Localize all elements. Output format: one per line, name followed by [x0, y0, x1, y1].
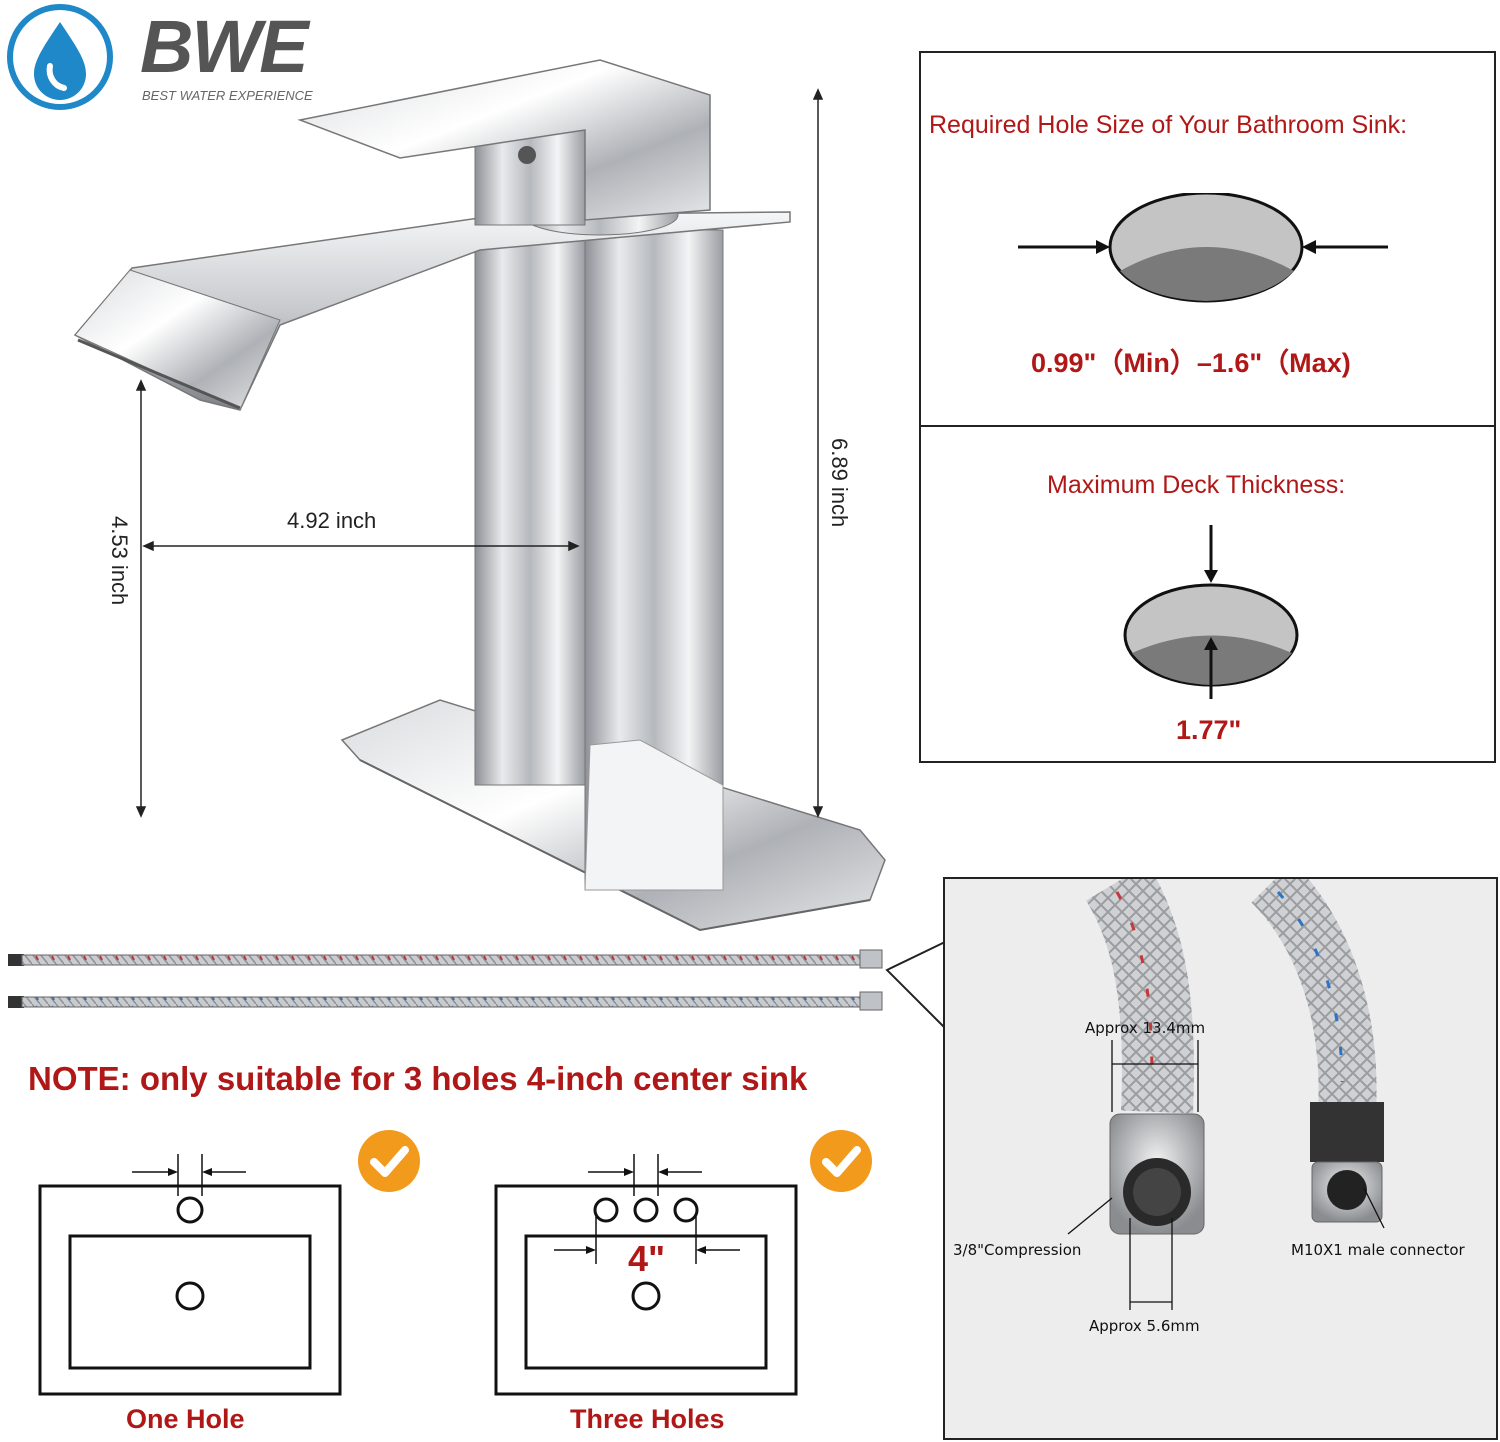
supply-hoses — [8, 949, 883, 1011]
hole-size-title: Required Hole Size of Your Bathroom Sink… — [929, 111, 1408, 139]
height-total-label: 6.89 inch — [827, 438, 852, 528]
callout-pointer — [885, 941, 946, 1029]
outer-diameter-label: Approx 13.4mm — [1085, 1019, 1206, 1037]
hose-detail-panel: Approx 13.4mm Approx 5.6mm 3/8"Compressi… — [943, 877, 1498, 1440]
water-drop-icon — [7, 4, 113, 110]
spout-height-label: 4.53 inch — [107, 516, 132, 606]
brand-tagline: BEST WATER EXPERIENCE — [142, 88, 313, 103]
compression-connector-label: 3/8"Compression — [953, 1241, 1082, 1259]
brand-logo: BWE BEST WATER EXPERIENCE — [0, 0, 340, 112]
one-hole-label: One Hole — [126, 1404, 245, 1434]
three-holes-label: Three Holes — [570, 1404, 725, 1434]
sink-compatibility-note: NOTE: only suitable for 3 holes 4-inch c… — [28, 1060, 808, 1097]
brand-name: BWE — [140, 5, 309, 88]
three-holes-spacing: 4" — [628, 1238, 666, 1279]
deck-thickness-title: Maximum Deck Thickness: — [1047, 471, 1346, 499]
dimension-lines — [135, 88, 824, 818]
deck-thickness-diagram — [1123, 525, 1299, 699]
male-connector-label: M10X1 male connector — [1291, 1241, 1465, 1259]
deck-thickness-panel: Maximum Deck Thickness: 1.77" — [919, 425, 1496, 763]
three-holes-sink-diagram — [494, 1154, 798, 1396]
hole-size-panel: Required Hole Size of Your Bathroom Sink… — [919, 51, 1496, 427]
hose-closeup — [1067, 879, 1385, 1310]
checkmark-icon — [810, 1130, 872, 1192]
deck-thickness-value: 1.77" — [1176, 715, 1242, 745]
spout-reach-label: 4.92 inch — [287, 508, 377, 533]
inner-diameter-label: Approx 5.6mm — [1089, 1317, 1200, 1335]
hole-size-range: 0.99"（Min）–1.6"（Max) — [1031, 348, 1351, 378]
checkmark-icon — [358, 1130, 420, 1192]
hole-size-diagram — [1018, 193, 1388, 303]
one-hole-sink-diagram — [38, 1154, 342, 1396]
faucet-illustration — [73, 59, 886, 932]
